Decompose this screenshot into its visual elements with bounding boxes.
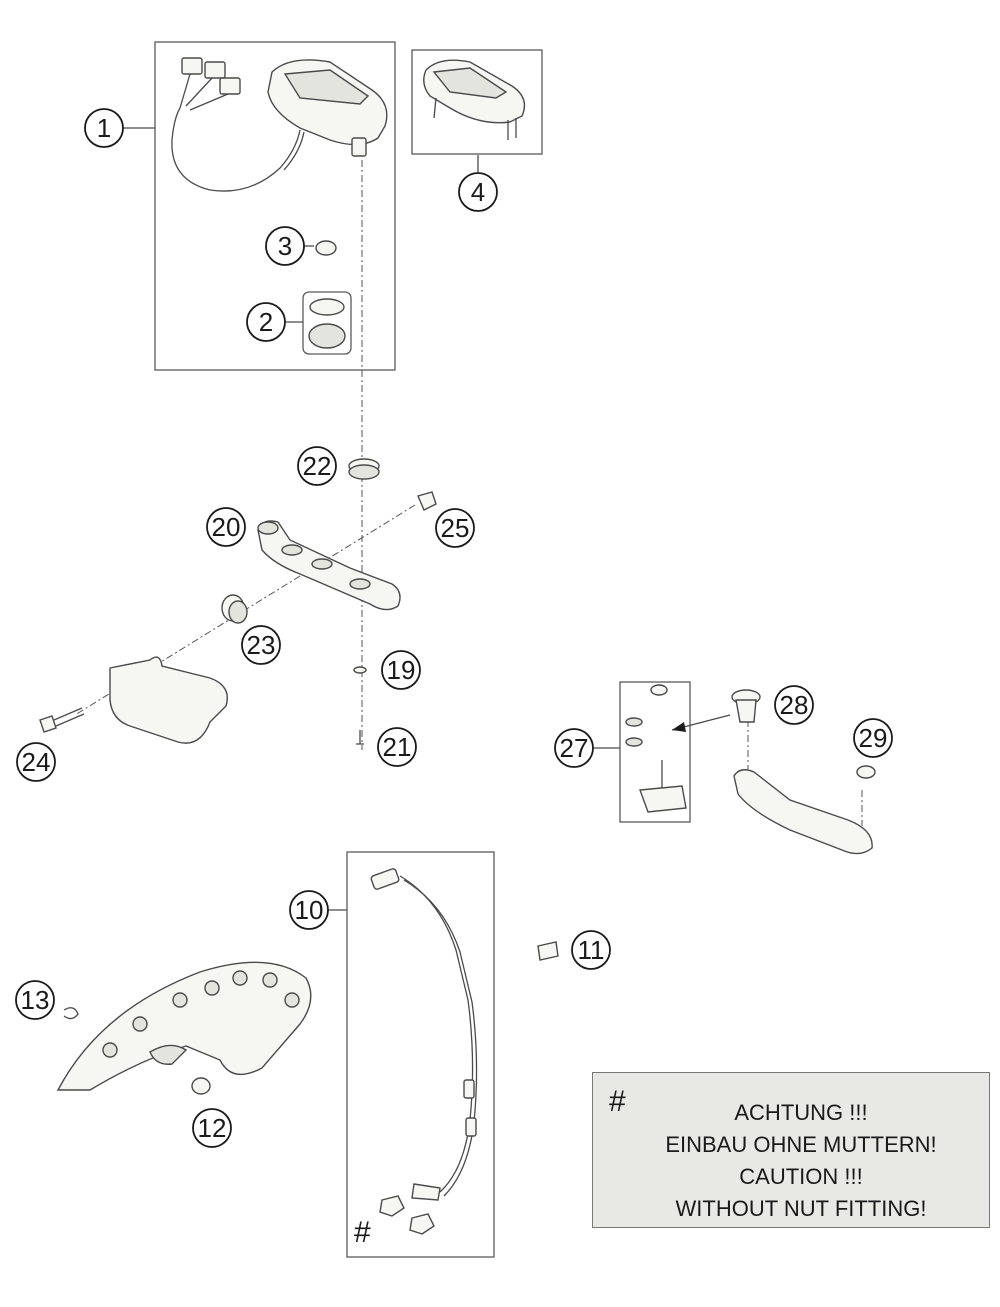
- grommet-part-22: [348, 458, 380, 480]
- svg-text:2: 2: [259, 307, 273, 337]
- axis-mount-kit: [747, 720, 863, 826]
- bushing-part-25: [417, 491, 437, 511]
- svg-text:1: 1: [97, 113, 111, 143]
- svg-text:4: 4: [471, 177, 485, 207]
- callout-28: 28: [774, 685, 814, 725]
- svg-text:29: 29: [859, 723, 888, 753]
- battery-cover-part-2: [308, 298, 346, 349]
- svg-text:25: 25: [441, 513, 470, 543]
- mount-kit-part-27: [625, 684, 687, 813]
- bracket-plate: [109, 656, 228, 744]
- frame-sensor-cable: [346, 851, 495, 1258]
- washer-part-19: [353, 666, 367, 674]
- nut-part-12: [191, 1077, 211, 1095]
- clip-part-11: [537, 941, 559, 961]
- svg-text:11: 11: [578, 935, 605, 965]
- svg-text:3: 3: [278, 231, 292, 261]
- note-line: EINBAU OHNE MUTTERN!: [665, 1132, 937, 1157]
- callout-22: 22: [297, 446, 337, 486]
- svg-text:20: 20: [212, 512, 241, 542]
- callout-3: 3: [265, 226, 305, 266]
- svg-text:22: 22: [303, 451, 332, 481]
- note-line: ACHTUNG !!!: [734, 1100, 868, 1125]
- note-text: ACHTUNG !!! EINBAU OHNE MUTTERN! CAUTION…: [613, 1097, 989, 1225]
- callout-13: 13: [15, 980, 55, 1020]
- callout-23: 23: [241, 625, 281, 665]
- bracket-alt: [733, 769, 873, 855]
- frame-speedometer-kit: [154, 41, 396, 371]
- svg-text:24: 24: [22, 747, 51, 777]
- arrow-head: [672, 722, 686, 732]
- frame-mount-kit: [619, 681, 691, 823]
- speedometer-unit: [171, 57, 388, 192]
- svg-text:19: 19: [387, 655, 416, 685]
- note-hash-symbol: #: [609, 1085, 626, 1118]
- grommet-part-23: [221, 594, 248, 624]
- svg-text:13: 13: [21, 985, 50, 1015]
- brake-disc: [56, 961, 312, 1091]
- callout-1: 1: [84, 108, 124, 148]
- svg-text:27: 27: [560, 733, 589, 763]
- callout-2: 2: [246, 302, 286, 342]
- screw-part-21: [356, 730, 364, 745]
- svg-text:28: 28: [780, 690, 809, 720]
- callout-10: 10: [289, 890, 329, 930]
- callout-25: 25: [435, 508, 475, 548]
- nuts: [379, 1195, 435, 1235]
- bracket-part-20: [257, 520, 401, 611]
- frame-battery-cover: [302, 291, 352, 355]
- callout-24: 24: [16, 742, 56, 782]
- plug-part-29: [856, 765, 876, 779]
- spring-clip-part-13: [63, 1007, 79, 1020]
- svg-text:21: 21: [383, 732, 412, 762]
- callout-21: 21: [377, 727, 417, 767]
- callout-20: 20: [206, 507, 246, 547]
- caution-note: # ACHTUNG !!! EINBAU OHNE MUTTERN! CAUTI…: [592, 1072, 990, 1228]
- note-line: WITHOUT NUT FITTING!: [675, 1196, 927, 1221]
- bolt-part-24: [39, 707, 85, 733]
- svg-text:12: 12: [198, 1113, 227, 1143]
- callout-19: 19: [381, 650, 421, 690]
- svg-text:10: 10: [295, 895, 324, 925]
- callout-11: 11: [571, 930, 611, 970]
- note-line: CAUTION !!!: [739, 1164, 863, 1189]
- callout-4: 4: [458, 172, 498, 212]
- bushing-part-28: [731, 689, 761, 723]
- callout-29: 29: [853, 718, 893, 758]
- cap-part-3: [315, 240, 337, 256]
- callout-27: 27: [554, 728, 594, 768]
- speedometer-unit-alt: [423, 59, 526, 140]
- sensor-hash-marker: #: [354, 1216, 371, 1249]
- frame-speedometer-alt: [411, 49, 543, 155]
- svg-text:23: 23: [247, 630, 276, 660]
- callout-12: 12: [192, 1108, 232, 1148]
- speed-sensor-cable: [370, 868, 478, 1201]
